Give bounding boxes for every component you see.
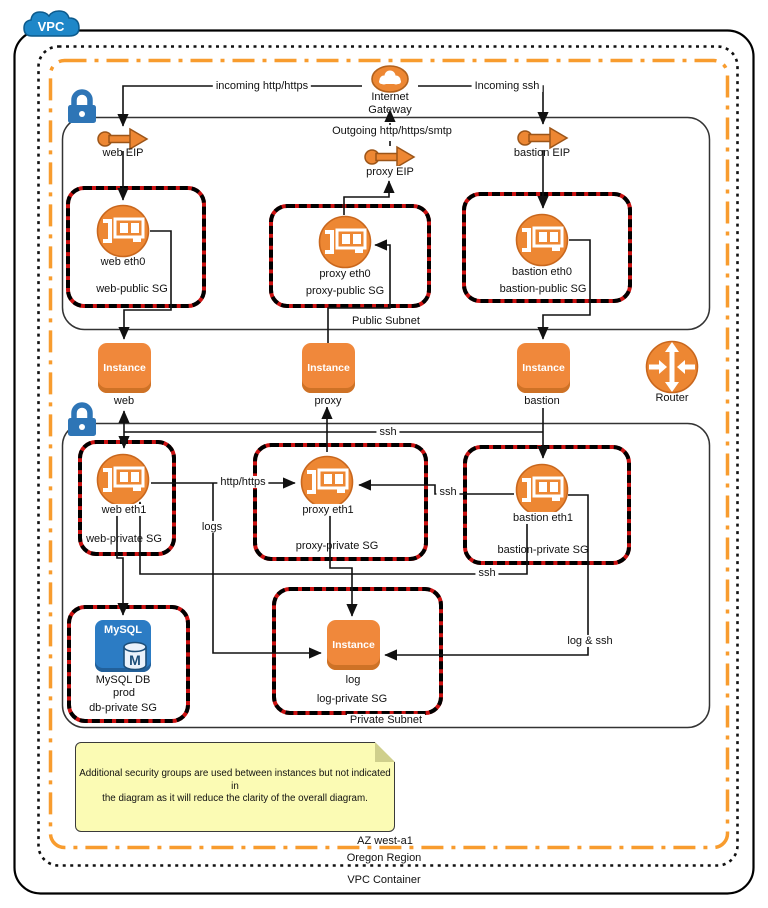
bastion-instance-label: bastion [521,394,563,408]
proxy-eth0-icon [318,215,372,269]
flow-ssh-low-label: ssh [475,566,499,580]
bastion-eth0-label: bastion eth0 [512,265,572,278]
mysql-env-label: prod [109,686,139,700]
proxy-private-sg-label: proxy-private SG [295,539,379,552]
log-private-sg-label: log-private SG [316,692,388,705]
private-subnet-label: Private Subnet [346,713,426,727]
web-private-sg-label: web-private SG [86,532,162,545]
note-line-1: Additional security groups are used betw… [79,767,391,792]
flow-ssh-mid-label: ssh [436,485,460,499]
log-instance-node: Instance [327,620,380,670]
flow-ssh-top-label: ssh [376,425,400,439]
internet-gateway-label-2: Gateway [368,103,412,116]
web-eth0-label: web eth0 [100,255,146,268]
db-private-sg-label: db-private SG [89,701,157,714]
mysql-db-label: MySQL DB [92,673,154,687]
diagram-note: Additional security groups are used betw… [75,742,395,832]
mysql-brand-label: MySQL [104,624,142,636]
flow-log-ssh-label: log & ssh [564,634,616,648]
web-eth0-icon [96,204,150,258]
database-cylinder-icon: M [123,641,147,671]
proxy-public-sg-label: proxy-public SG [305,284,385,297]
flow-outgoing-label: Outgoing http/https/smtp [329,124,455,138]
internet-gateway-icon [371,65,409,93]
oregon-region-label: Oregon Region [346,851,422,864]
proxy-eth0-label: proxy eth0 [319,267,371,280]
bastion-eth1-label: bastion eth1 [510,511,576,525]
flow-http-https-label: http/https [217,475,269,489]
private-subnet-lock-icon [68,402,96,436]
internet-gateway-label-1: Internet [371,90,409,103]
bastion-instance-node: Instance [517,343,570,393]
router-icon [645,340,699,394]
flow-incoming-http-label: incoming http/https [212,79,312,93]
az-label: AZ west-a1 [357,834,413,847]
web-instance-node: Instance [98,343,151,393]
web-eth1-icon [96,453,150,507]
svg-text:M: M [129,652,141,668]
bastion-private-sg-label: bastion-private SG [497,543,589,556]
bastion-instance-title: Instance [522,362,565,374]
note-line-2: the diagram as it will reduce the clarit… [102,793,368,805]
web-eip-label: web EIP [102,146,144,159]
web-public-sg-label: web-public SG [96,282,168,295]
vpc-container-label: VPC Container [347,873,421,886]
proxy-instance-title: Instance [307,362,350,374]
proxy-eth1-icon [300,455,354,509]
bastion-public-sg-label: bastion-public SG [499,282,587,295]
router-label: Router [655,391,689,404]
proxy-eip-label: proxy EIP [363,165,417,179]
web-eth1-label: web eth1 [98,503,150,517]
log-instance-title: Instance [332,639,375,651]
bastion-eip-label: bastion EIP [513,146,571,159]
log-instance-label: log [342,673,364,687]
proxy-instance-node: Instance [302,343,355,393]
bastion-eth1-icon [515,463,569,517]
public-subnet-label: Public Subnet [352,314,420,327]
public-subnet-lock-icon [68,89,96,123]
vpc-cloud-icon: VPC [23,10,80,37]
proxy-instance-label: proxy [311,394,345,408]
vpc-badge-text: VPC [38,19,65,34]
web-instance-label: web [110,394,138,408]
bastion-eth0-icon [515,213,569,267]
mysql-db-node: MySQL M [95,620,151,672]
flow-logs-label: logs [198,520,226,534]
web-instance-title: Instance [103,362,146,374]
flow-incoming-ssh-label: Incoming ssh [471,79,543,93]
proxy-eth1-label: proxy eth1 [299,503,357,517]
